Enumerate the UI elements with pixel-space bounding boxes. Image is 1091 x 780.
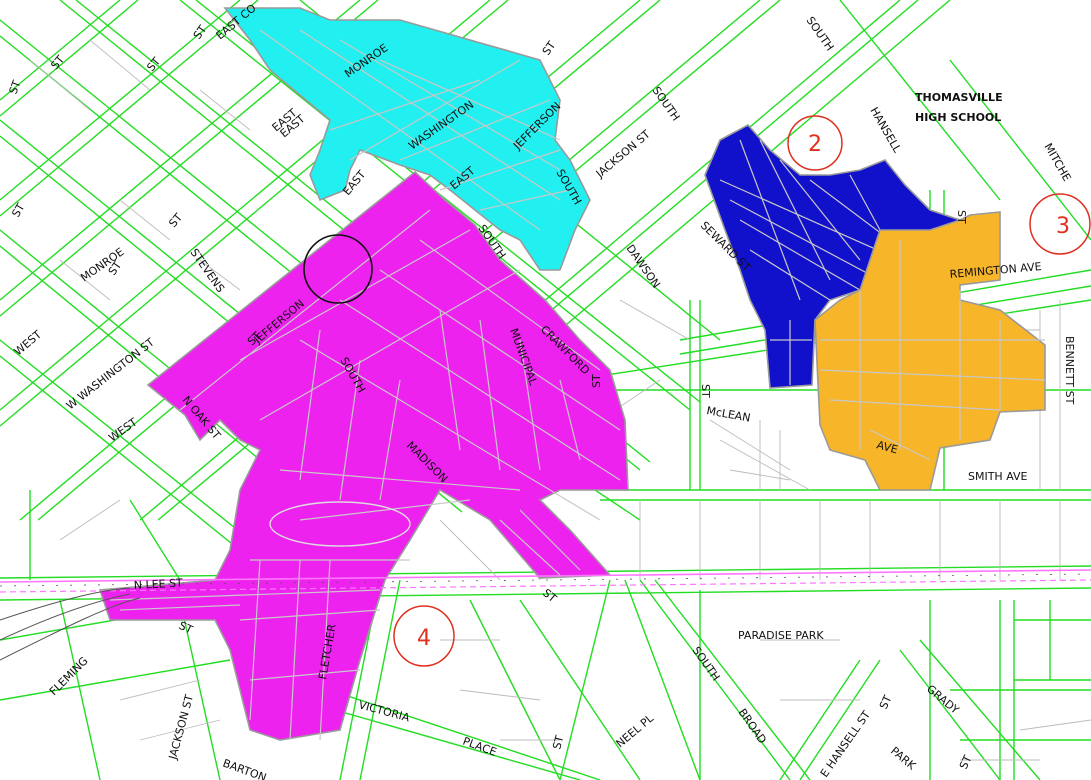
parcel-lines (29, 39, 1091, 761)
street-label-st-17: ST (957, 753, 975, 771)
district-markers: 2 3 4 (393, 115, 1091, 667)
district-number-4: 4 (417, 626, 431, 651)
street-label-st-6: ST (9, 201, 27, 220)
marker-circle-2 (787, 115, 843, 171)
district-blue (704, 123, 961, 389)
highlight-circle (303, 234, 373, 304)
district-cyan (223, 7, 591, 271)
street-label-ave-orange: AVE (875, 438, 899, 456)
marker-circle-3 (1029, 193, 1091, 255)
street-label-smith-ave: SMITH AVE (968, 470, 1028, 483)
street-label-st-10: ST (955, 210, 968, 224)
landmark-labels: THOMASVILLE HIGH SCHOOL PARADISE PARK (738, 91, 1003, 642)
district-number-3: 3 (1056, 214, 1070, 239)
marker-circle-4 (393, 605, 455, 667)
street-label-n-lee-st: N LEE ST (133, 576, 183, 592)
street-label-bennett-st: BENNETT ST (1063, 336, 1076, 405)
plaza-circle (269, 501, 411, 547)
street-label-st-16: ST (877, 693, 895, 711)
street-label-st-11: ST (590, 374, 603, 388)
high-school-label-line1: THOMASVILLE (915, 91, 1003, 104)
street-label-st-13: ST (177, 619, 195, 637)
street-label-st-12: ST (699, 384, 712, 398)
district-magenta (98, 170, 629, 741)
paradise-park-label: PARADISE PARK (738, 629, 824, 642)
high-school-label-line2: HIGH SCHOOL (915, 111, 1001, 124)
district-number-2: 2 (808, 132, 822, 157)
street-label-st-1: ST (7, 78, 24, 96)
railroad (0, 569, 1091, 661)
street-label-st-15: ST (550, 734, 566, 751)
district-orange (814, 211, 1046, 491)
